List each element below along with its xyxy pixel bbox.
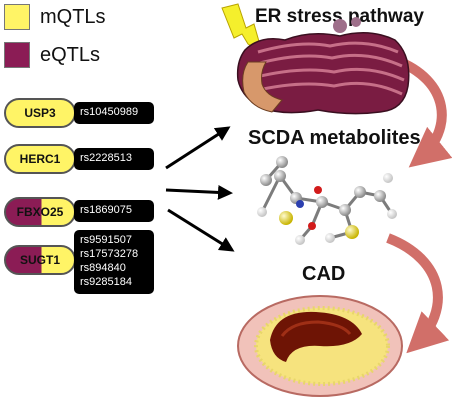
snp-box-sugt1: rs9591507 rs17573278 rs894840 rs9285184 (74, 230, 154, 294)
snp-box-fbxo25: rs1869075 (74, 200, 154, 222)
snp-label: rs894840 (80, 262, 126, 274)
molecule-icon (257, 156, 397, 245)
scda-title: SCDA metabolites (248, 127, 421, 149)
snp-box-herc1: rs2228513 (74, 148, 154, 170)
arrow-to-scda (165, 184, 233, 200)
gene-usp3-label: USP3 (24, 106, 56, 120)
mqtl-label: mQTLs (40, 5, 106, 28)
snp-label: rs1869075 (80, 204, 132, 216)
legend-item-eqtl: eQTLs (4, 40, 100, 70)
gene-sugt1-label: SUGT1 (19, 253, 60, 267)
mqtl-swatch (4, 4, 30, 30)
gene-usp3: USP3 (4, 98, 76, 128)
gene-fbxo25: FBXO25 (4, 197, 76, 227)
legend-item-mqtl: mQTLs (4, 2, 106, 32)
snp-label: rs9285184 (80, 276, 132, 288)
arrow-to-cad (167, 208, 235, 252)
eqtl-label: eQTLs (40, 43, 101, 66)
arrow-to-er-stress (165, 126, 231, 170)
gene-herc1: HERC1 (4, 144, 76, 174)
curved-arrow-er-to-scda (393, 55, 453, 168)
gene-fbxo25-label: FBXO25 (16, 205, 64, 219)
curved-arrow-scda-to-cad (386, 233, 450, 354)
snp-label: rs9591507 (80, 234, 132, 246)
artery-plaque-icon (237, 295, 403, 397)
gene-herc1-label: HERC1 (19, 152, 61, 166)
snp-label: rs17573278 (80, 248, 139, 260)
er-stress-title: ER stress pathway (255, 6, 424, 27)
eqtl-swatch (4, 42, 30, 68)
cad-title: CAD (302, 263, 346, 285)
snp-box-usp3: rs10450989 (74, 102, 154, 124)
snp-label: rs10450989 (80, 106, 139, 118)
endoplasmic-reticulum-icon (236, 17, 410, 115)
snp-label: rs2228513 (80, 152, 132, 164)
gene-sugt1: SUGT1 (4, 245, 76, 275)
